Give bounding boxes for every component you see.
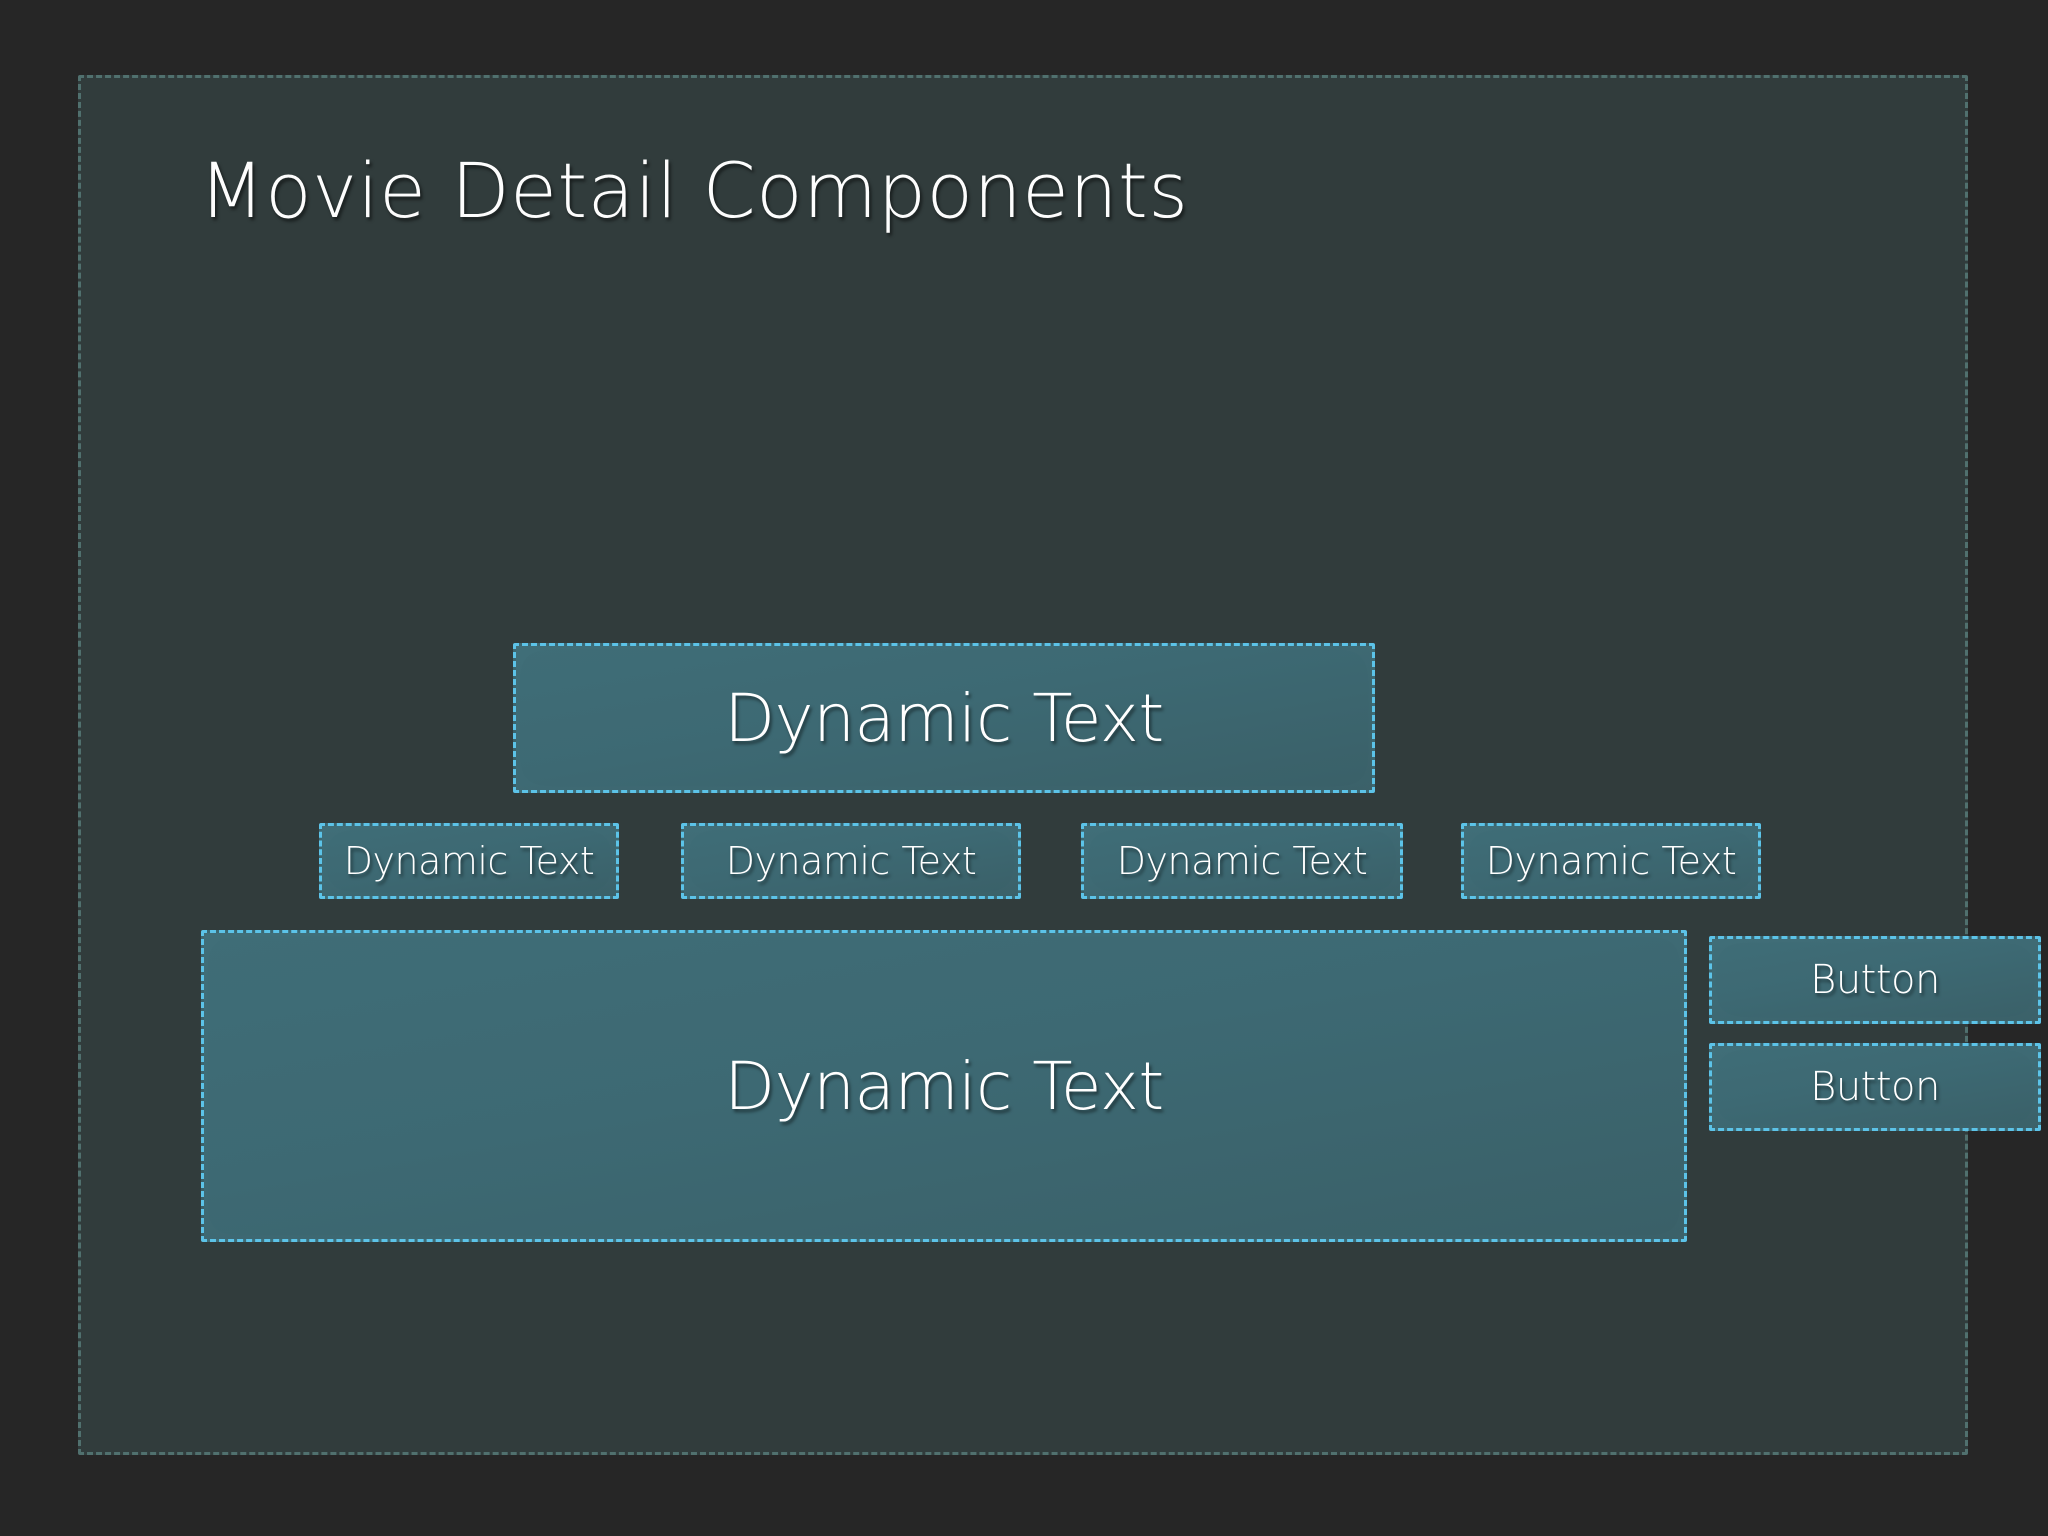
secondary-action-button-label: Button	[1810, 1064, 1940, 1110]
secondary-action-button[interactable]: Button	[1709, 1043, 2041, 1131]
page-title: Movie Detail Components	[199, 146, 1189, 235]
dynamic-text-meta-1[interactable]: Dynamic Text	[319, 823, 619, 899]
primary-action-button[interactable]: Button	[1709, 936, 2041, 1024]
movie-detail-components-frame: Movie Detail Components Dynamic Text Dyn…	[78, 75, 2041, 1455]
primary-action-button-label: Button	[1810, 957, 1940, 1003]
dynamic-text-hero[interactable]: Dynamic Text	[513, 643, 1375, 793]
dynamic-text-meta-2[interactable]: Dynamic Text	[681, 823, 1021, 899]
dynamic-text-meta-2-label: Dynamic Text	[725, 839, 977, 883]
dynamic-text-meta-3-label: Dynamic Text	[1116, 839, 1368, 883]
dynamic-text-meta-4[interactable]: Dynamic Text	[1461, 823, 1761, 899]
dynamic-text-hero-label: Dynamic Text	[724, 679, 1164, 757]
dynamic-text-meta-4-label: Dynamic Text	[1485, 839, 1737, 883]
dynamic-text-overview-label: Dynamic Text	[724, 1047, 1164, 1125]
dynamic-text-overview[interactable]: Dynamic Text	[201, 930, 1687, 1242]
dynamic-text-meta-1-label: Dynamic Text	[343, 839, 595, 883]
dynamic-text-meta-3[interactable]: Dynamic Text	[1081, 823, 1403, 899]
